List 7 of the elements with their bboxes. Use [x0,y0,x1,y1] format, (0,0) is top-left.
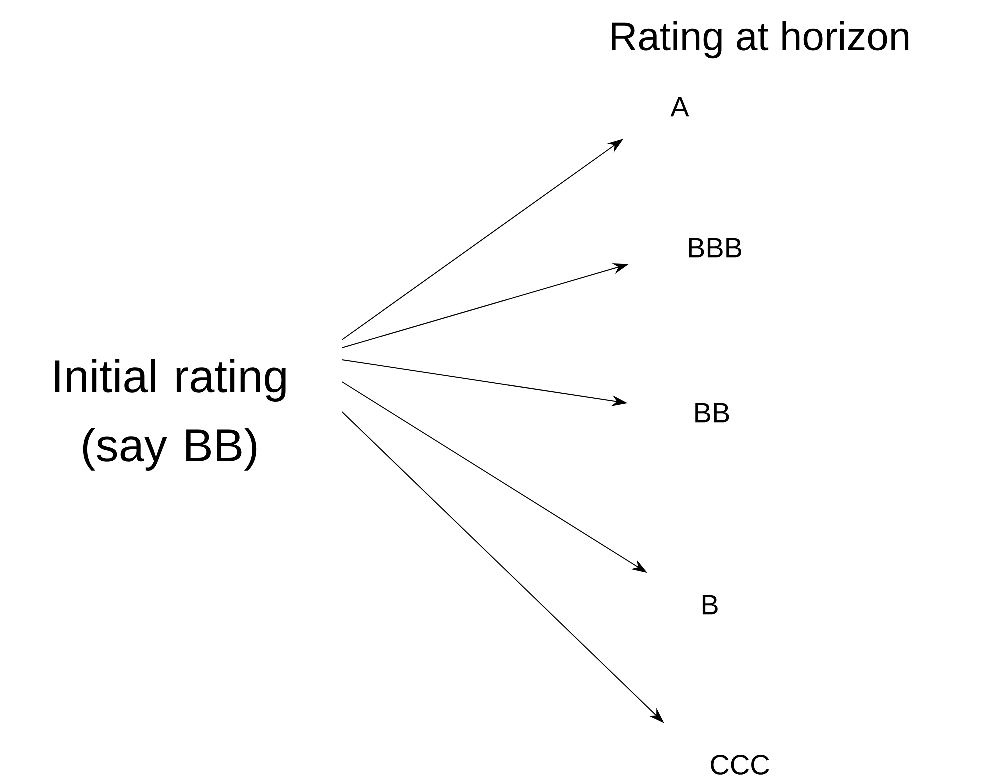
initial-rating-label: Initial rating (say BB) [55,359,286,471]
rating-label: B [702,595,718,615]
rating-label: BBB [689,238,742,258]
rating-label: BB [696,403,730,423]
heading: Rating at horizon [612,21,909,59]
rating-label: CCC [711,755,770,775]
rating-label: A [670,97,690,117]
